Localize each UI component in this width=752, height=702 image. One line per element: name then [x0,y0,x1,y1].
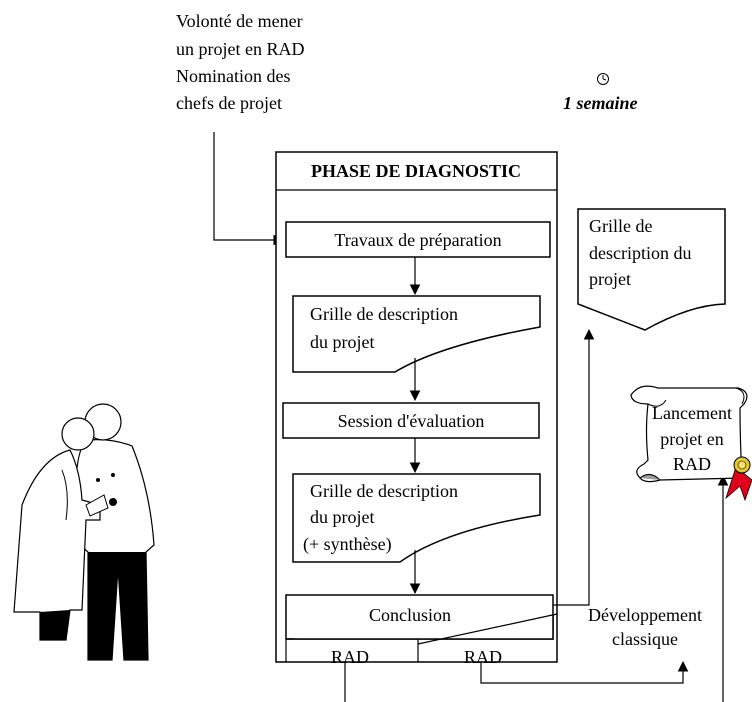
side-doc-line-1: Grille de [589,216,652,236]
conclusion-label: Conclusion [369,605,451,625]
step-evaluation-box [282,402,540,439]
conclusion-right-label: RAD [464,647,502,667]
doc2-line-1: Grille de description [310,481,458,501]
phase-title: PHASE DE DIAGNOSTIC [311,161,521,181]
classic-dev-line-1: Développement [588,605,702,625]
doc1-line-2: du projet [310,332,375,352]
step-preparation-box [285,221,551,258]
classic-dev-line-2: classique [612,629,678,649]
arrow-to-classic-dev [480,660,689,684]
clock-icon [597,73,609,85]
conclusion-diagonal [417,613,558,645]
launch-line-1: Lancement [652,403,732,423]
step-evaluation-label: Session d'évaluation [338,411,485,431]
doc2-line-3: (+ synthèse) [303,534,392,555]
conclusion-left-label: RAD [331,647,369,667]
duration-label: 1 semaine [563,93,638,113]
step-preparation-label: Travaux de préparation [334,230,501,250]
doc1-shape [292,295,541,373]
side-doc-shape [577,208,726,331]
launch-line-2: projet en [660,429,723,449]
top-note-line-4: chefs de projet [176,93,282,113]
launch-scroll [630,385,748,483]
input-arrow [213,132,285,246]
doc1-line-1: Grille de description [310,304,458,324]
seal-icon [725,456,752,502]
doc2-line-2: du projet [310,507,375,527]
doc2-shape [292,473,541,563]
top-note-line-3: Nomination des [176,66,291,86]
side-doc-line-3: projet [589,269,631,289]
doctor-patient-illustration [13,403,155,661]
side-doc-line-2: description du [589,243,691,263]
arrow-to-side-doc [553,328,595,606]
top-note-line-1: Volonté de mener [176,11,303,31]
top-note-line-2: un projet en RAD [176,39,304,59]
launch-line-3: RAD [673,454,711,474]
